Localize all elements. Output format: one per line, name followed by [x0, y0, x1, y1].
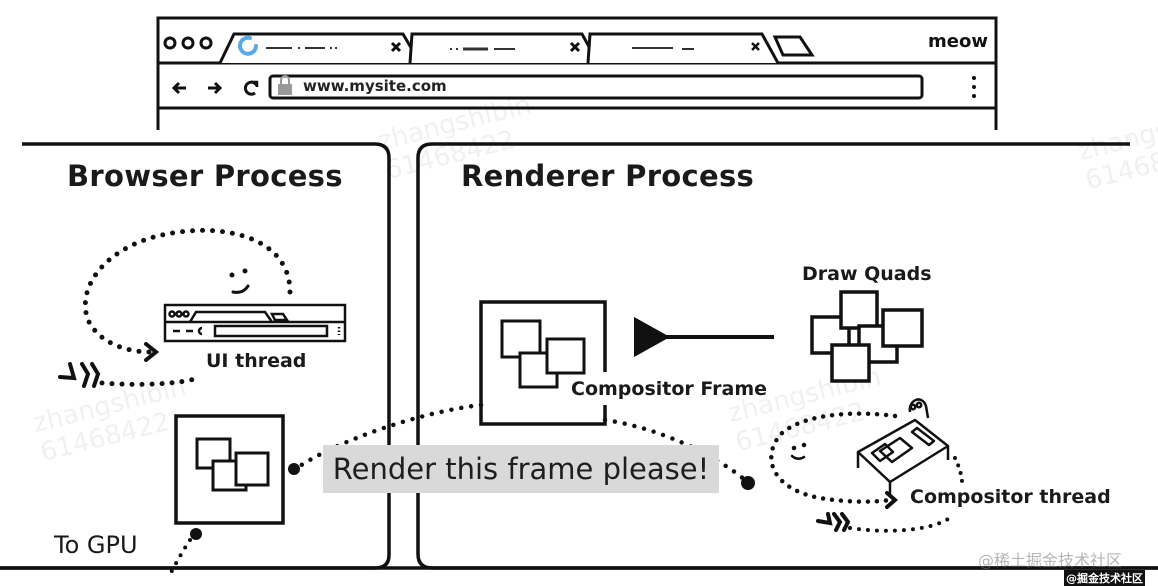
- tab-close-icon[interactable]: [390, 41, 402, 53]
- url-text[interactable]: www.mysite.com: [303, 77, 447, 95]
- compositor-frame-label: Compositor Frame: [571, 378, 768, 400]
- site-watermark-small: @掘金技术社区: [1064, 570, 1145, 586]
- site-watermark: @稀土掘金技术社区: [978, 551, 1123, 570]
- compositor-thread-tail: [848, 517, 950, 533]
- loop-arrowhead-icon: [885, 491, 899, 509]
- profile-label[interactable]: meow: [928, 31, 988, 52]
- kebab-menu-icon[interactable]: [972, 76, 976, 98]
- loading-spinner-icon: [238, 35, 258, 56]
- connector-dot: [741, 476, 755, 490]
- draw-quads-label: Draw Quads: [802, 263, 932, 285]
- to-gpu-connector: [166, 538, 192, 580]
- thread-to-frame-path: [602, 417, 748, 483]
- tab-close-icon[interactable]: [751, 42, 760, 51]
- lock-icon: [278, 75, 292, 95]
- ui-thread-label: UI thread: [206, 350, 307, 372]
- to-gpu-label: To GPU: [54, 531, 138, 559]
- address-bar[interactable]: [268, 74, 924, 100]
- smiley-face-icon: [229, 268, 250, 294]
- ui-thread-loop: [82, 227, 293, 355]
- worker-desk-icon: [856, 398, 950, 494]
- layers-icon: [500, 319, 586, 389]
- motion-chevrons-icon: [816, 512, 851, 532]
- tab-close-icon[interactable]: [569, 41, 581, 53]
- back-arrow-icon[interactable]: [171, 81, 186, 95]
- renderer-process-title: Renderer Process: [461, 159, 755, 193]
- new-tab-button[interactable]: [772, 35, 815, 57]
- tab-3-title-placeholder: [632, 47, 694, 50]
- mini-browser-icon: [163, 303, 347, 343]
- window-controls-icon[interactable]: [163, 36, 213, 50]
- frame-to-gpu-path: [297, 402, 484, 469]
- browser-process-title: Browser Process: [67, 159, 343, 193]
- browser-process-panel: [0, 142, 391, 570]
- connector-dot: [190, 528, 202, 540]
- draw-quads-icon: [810, 290, 924, 383]
- ui-thread-tail: [99, 375, 201, 387]
- connector-dot: [288, 463, 300, 475]
- compositor-thread-tail: [953, 456, 964, 484]
- smiley-face-icon: [790, 442, 807, 460]
- layers-icon: [195, 437, 270, 492]
- forward-arrow-icon[interactable]: [208, 81, 223, 95]
- loop-arrowhead-icon: [144, 342, 160, 362]
- motion-chevrons-icon: [58, 362, 101, 388]
- gpu-frame-box: [174, 414, 285, 525]
- render-request-callout: Render this frame please!: [323, 445, 719, 493]
- reload-icon[interactable]: [243, 80, 259, 96]
- compositor-thread-label: Compositor thread: [910, 486, 1111, 508]
